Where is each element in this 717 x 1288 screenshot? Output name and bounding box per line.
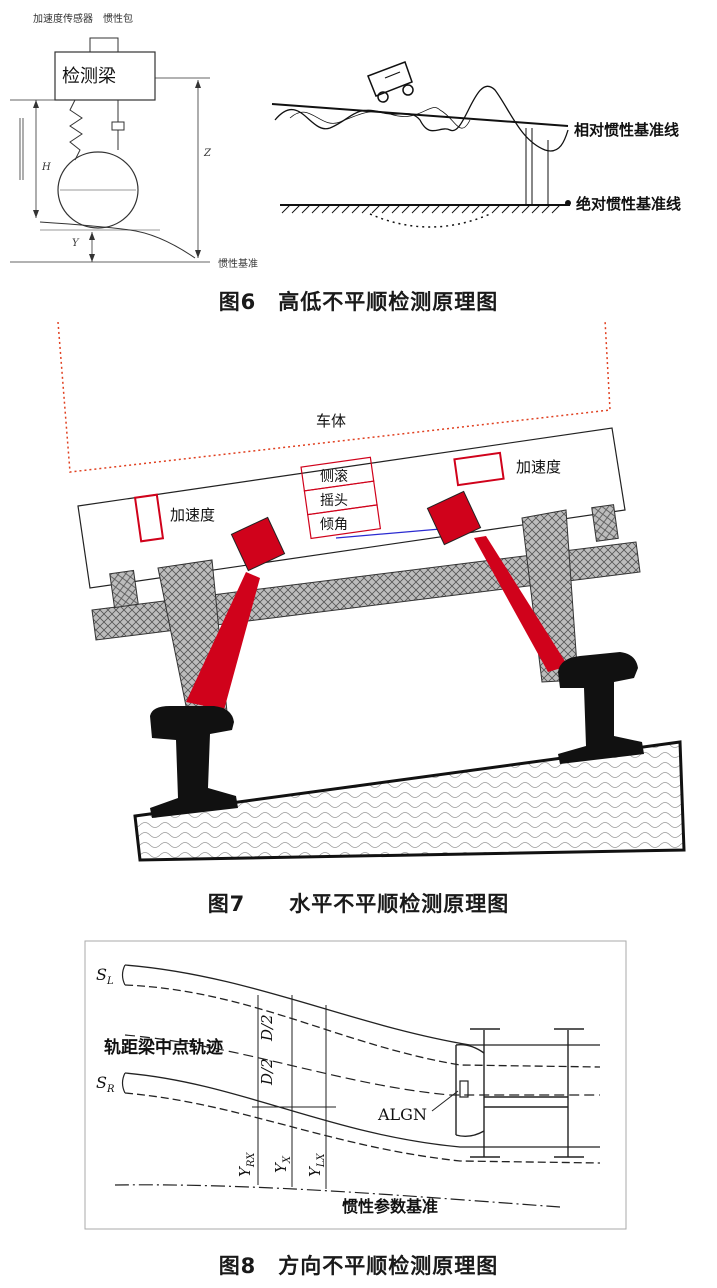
z-label: Z [204,148,211,159]
left-accel-label: 加速度 [170,506,216,524]
right-accelerometer-box [453,451,505,487]
d2-label-b: D/2 [258,1058,276,1085]
figure-8-frame [84,940,627,1230]
d2-label-a: D/2 [258,1014,276,1041]
right-rail [558,652,644,764]
accel-sensor-label: 加速度传感器 惯性包 [33,14,133,25]
figure-7-diagram [57,319,686,862]
damper [111,121,125,131]
beam-label: 检测梁 [62,66,116,87]
yrx-label: YRX [236,1152,257,1177]
detection-beam-box [54,51,156,101]
dotted-dip [369,213,491,228]
axle-frame [455,1028,584,1158]
left-laser-beam [186,572,260,710]
h-label: H [42,162,51,173]
inertial-parameter-baseline [114,1184,561,1208]
ylx-label: YLX [306,1153,327,1177]
car-body-label: 车体 [316,412,347,430]
baseline-label-8: 惯性参数基准 [342,1197,439,1216]
absolute-line-label: 绝对惯性基准线 [576,195,682,213]
figure-8-diagram [84,940,627,1230]
inspection-car [367,61,414,103]
midpoint-track-label: 轨距梁中点轨迹 [104,1038,223,1058]
spring [69,99,83,161]
figure-6-diagram [10,37,571,263]
yaw-label: 摇头 [320,493,348,509]
left-spring-block [109,569,139,609]
measurement-line [335,527,453,539]
tilt-label: 倾角 [320,517,348,533]
wheel [57,151,139,229]
car-body-outline [57,319,611,473]
figure-8: SL 轨距梁中点轨迹 SR D/2 D/2 ALGN YRX YX YLX 惯性… [0,935,717,1235]
left-rail [150,706,238,818]
right-laser-beam [474,536,568,672]
right-accel-label: 加速度 [516,458,562,476]
left-laser-head [230,516,286,572]
sr-label: SR [96,1073,115,1096]
inertial-package-box [89,37,119,53]
figure-7: 车体 加速度 加速度 侧滚 摇头 倾角 [0,310,717,870]
sl-label: SL [96,965,114,988]
y-label: Y [72,238,79,249]
right-spring-block [591,504,619,542]
right-laser-head [426,490,482,546]
right-rail-line [124,1072,600,1148]
yx-label: YX [272,1155,293,1173]
left-accelerometer-box [133,493,165,543]
roll-label: 侧滚 [320,469,348,485]
figure-8-caption: 图8 方向不平顺检测原理图 [218,1254,499,1278]
relative-inertial-line [271,103,569,127]
figure-6-caption: 图6 高低不平顺检测原理图 [218,290,499,314]
center-sensor-stack [300,456,382,540]
left-rail-line [124,964,600,1046]
figure-7-caption: 图7 水平不平顺检测原理图 [207,892,510,916]
figure-6: 加速度传感器 惯性包 检测梁 H Z Y 惯性基准 相对惯性基准线 绝对惯性基准… [0,0,717,280]
relative-line-label: 相对惯性基准线 [574,121,680,139]
baseline-label: 惯性基准 [218,259,258,270]
sloped-ground [133,740,686,862]
algn-label: ALGN [378,1105,427,1124]
